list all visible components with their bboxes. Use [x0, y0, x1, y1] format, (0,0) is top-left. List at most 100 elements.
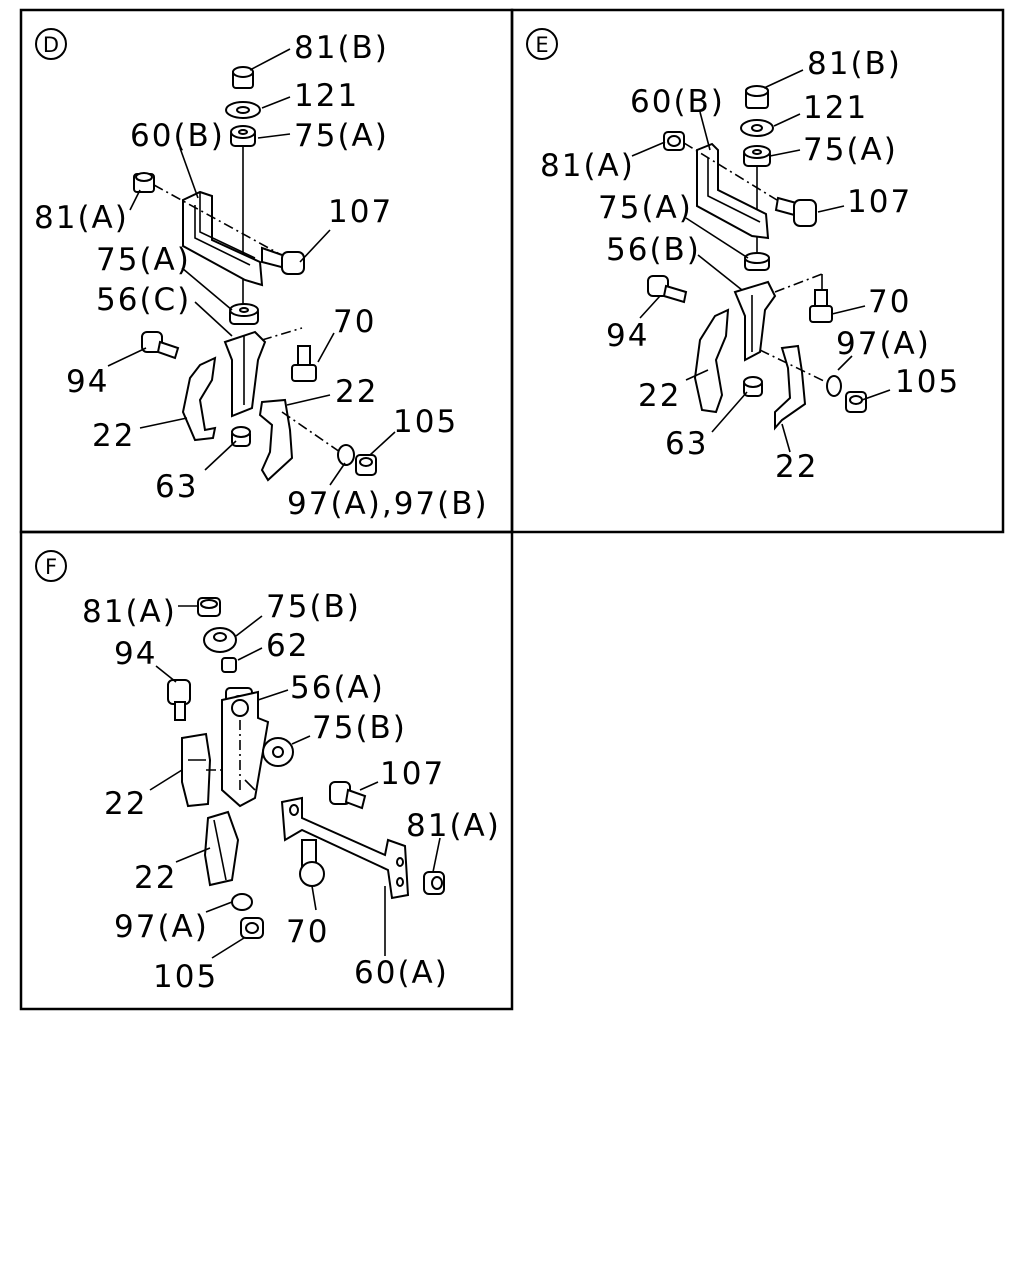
panel-e-labels: 81(B) 60(B) 121 81(A) 75(A) 75(A) 107 56… — [540, 46, 960, 485]
nut-81b-part — [232, 66, 254, 89]
label-d-105: 105 — [393, 404, 458, 440]
label-e-70: 70 — [868, 284, 911, 320]
bolt-70-part — [291, 345, 317, 382]
collar-62-part — [221, 657, 237, 673]
panel-f-badge-circle — [35, 550, 67, 582]
clamp-22-lower-part — [203, 810, 240, 887]
label-d-56c: 56(C) — [96, 282, 191, 318]
label-e-81a: 81(A) — [540, 148, 635, 184]
bush-75b-top-part — [203, 627, 237, 653]
panel-e-badge: E — [535, 33, 548, 57]
label-d-75a-low: 75(A) — [96, 242, 191, 278]
panel-f: F — [35, 550, 501, 995]
label-e-81b: 81(B) — [807, 46, 902, 82]
panel-e: E — [526, 28, 960, 485]
label-f-60a: 60(A) — [354, 955, 449, 991]
bush-75a-top-part — [743, 145, 771, 167]
panel-f-leaders — [149, 605, 441, 959]
panel-d-leaders — [107, 48, 396, 486]
label-d-70: 70 — [333, 304, 376, 340]
label-d-60b: 60(B) — [130, 118, 225, 154]
label-e-105: 105 — [895, 364, 960, 400]
label-e-56b: 56(B) — [606, 232, 701, 268]
label-e-63: 63 — [665, 426, 708, 462]
label-e-94: 94 — [606, 318, 649, 354]
label-d-97: 97(A),97(B) — [287, 486, 489, 522]
panel-frames — [19, 8, 1005, 1011]
label-f-62: 62 — [266, 628, 309, 664]
label-f-22-upper: 22 — [104, 786, 147, 822]
nut-105-part — [240, 917, 264, 939]
bolt-94-part — [647, 275, 688, 304]
panel-d: D — [34, 28, 489, 522]
collar-63-part — [743, 376, 763, 397]
clamp-22-right-part — [258, 398, 294, 482]
bolt-107-part — [774, 196, 817, 227]
panel-e-badge-circle — [526, 28, 558, 60]
label-d-22-left: 22 — [92, 418, 135, 454]
bracket-56c-part — [223, 330, 267, 418]
nut-81a-right-part — [423, 871, 445, 895]
bush-75a-low-part — [229, 303, 259, 325]
washer-97a-part — [231, 893, 253, 911]
bolt-94-part — [141, 331, 180, 360]
label-d-75a-top: 75(A) — [294, 118, 389, 154]
panel-e-frame — [510, 8, 1005, 534]
label-e-60b: 60(B) — [630, 84, 725, 120]
label-f-56a: 56(A) — [290, 670, 385, 706]
panel-f-badge: F — [45, 555, 57, 579]
label-e-97a: 97(A) — [836, 326, 931, 362]
washer-97-part — [337, 444, 355, 466]
nut-105-part — [845, 391, 867, 413]
bolt-94-part — [167, 679, 191, 721]
label-e-107: 107 — [847, 184, 912, 220]
bracket-60b-part — [696, 142, 770, 240]
nut-81a-part — [133, 172, 155, 193]
panel-f-labels: 81(A) 75(B) 94 62 56(A) 75(B) 107 22 81(… — [82, 589, 501, 995]
bush-75b-mid-part — [262, 737, 294, 767]
clamp-22-left-part — [693, 308, 730, 414]
label-e-75a-top: 75(A) — [803, 132, 898, 168]
washer-97a-part — [826, 375, 842, 397]
label-f-22-lower: 22 — [134, 860, 177, 896]
bolt-70-part — [809, 289, 833, 323]
label-f-75b-mid: 75(B) — [312, 710, 407, 746]
bush-75a-low-part — [744, 252, 770, 271]
bracket-60a-part — [280, 796, 410, 900]
label-f-75b-top: 75(B) — [266, 589, 361, 625]
bolt-70-part — [299, 839, 325, 887]
label-f-97a: 97(A) — [114, 909, 209, 945]
nut-81b-part — [745, 85, 769, 109]
label-f-70: 70 — [286, 914, 329, 950]
label-e-22-left: 22 — [638, 378, 681, 414]
bolt-107-part — [261, 246, 305, 275]
collar-63-part — [231, 426, 251, 447]
label-e-22-right: 22 — [775, 449, 818, 485]
label-e-121: 121 — [803, 90, 868, 126]
panel-e-parts — [647, 85, 867, 431]
label-f-81a-right: 81(A) — [406, 808, 501, 844]
label-f-94: 94 — [114, 636, 157, 672]
bracket-56a-part — [221, 687, 270, 808]
label-d-121: 121 — [294, 78, 359, 114]
clamp-22-upper-part — [181, 732, 212, 808]
bracket-56b-part — [733, 280, 777, 362]
label-d-22-right: 22 — [335, 374, 378, 410]
nut-105-part — [355, 454, 377, 476]
label-f-105: 105 — [153, 959, 218, 995]
panel-f-frame — [19, 530, 514, 1011]
panel-d-badge: D — [43, 33, 59, 57]
nut-81a-top-part — [197, 597, 221, 617]
clamp-22-left-part — [181, 356, 217, 442]
label-d-63: 63 — [155, 469, 198, 505]
panel-d-badge-circle — [35, 28, 67, 60]
panel-e-leaders — [631, 69, 891, 453]
label-f-107: 107 — [380, 756, 445, 792]
bush-75a-top-part — [230, 125, 256, 147]
label-d-94: 94 — [66, 364, 109, 400]
bracket-60b-part — [182, 190, 264, 287]
panel-f-parts — [167, 597, 445, 939]
panel-d-labels: 81(B) 121 75(A) 60(B) 81(A) 107 75(A) 56… — [34, 30, 489, 522]
label-d-81a: 81(A) — [34, 200, 129, 236]
